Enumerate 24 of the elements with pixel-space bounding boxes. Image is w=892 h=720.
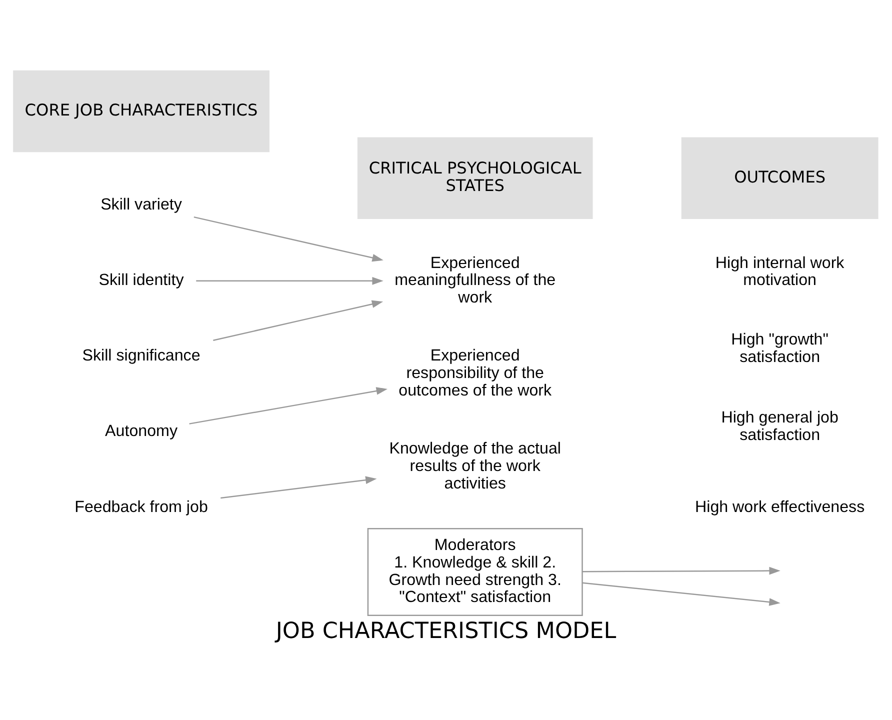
arrow	[196, 276, 384, 284]
node-text: Experienced meaningfullness of the work	[394, 253, 556, 306]
arrow	[582, 566, 780, 574]
node-text: Knowledge of the actual results of the work activities	[389, 439, 562, 492]
node-box: CRITICAL PSYCHOLOGICAL STATES	[357, 136, 593, 218]
node-box: CORE JOB CHARACTERISTICS	[13, 70, 270, 152]
node-text: High work effectiveness	[694, 497, 865, 516]
node-box: OUTCOMES	[681, 136, 878, 218]
node-box: Moderators 1. Knowledge & skill 2. Growth need strength 3. "Context" satisfaction	[367, 528, 583, 616]
node-text: High "growth" satisfaction	[731, 330, 828, 366]
node-text: Skill variety	[100, 195, 182, 214]
node-text: Skill significance	[82, 346, 200, 364]
caption: JOB CHARACTERISTICS MODEL	[276, 618, 616, 644]
arrow	[582, 582, 780, 606]
node-text: Feedback from job	[74, 497, 208, 516]
node-text: High general job satisfaction	[721, 408, 838, 444]
node-text: Experienced responsibility of the outcomes of the work	[398, 346, 552, 399]
node-text: Autonomy	[105, 422, 178, 440]
arrow	[194, 216, 384, 262]
arrow	[189, 386, 388, 424]
node-text: Skill identity	[98, 270, 184, 289]
arrow	[220, 476, 377, 498]
arrow	[213, 300, 384, 340]
node-text: High internal work motivation	[715, 253, 844, 289]
